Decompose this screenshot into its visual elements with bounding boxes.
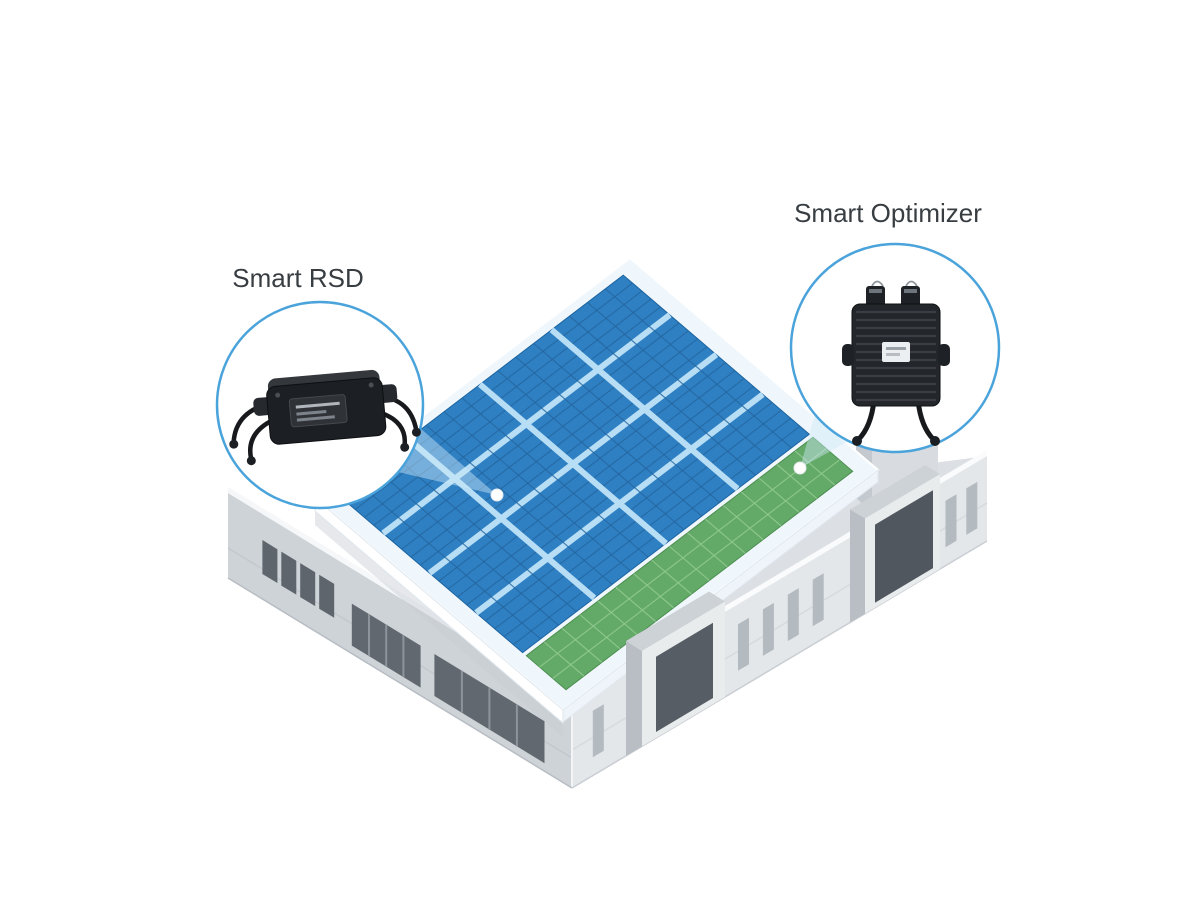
tower-a-door bbox=[656, 622, 713, 732]
tower-b-door bbox=[875, 490, 933, 603]
smart-rsd-device-icon bbox=[229, 369, 421, 466]
solar-panel-grid bbox=[345, 282, 840, 679]
right-wall-windows bbox=[592, 481, 978, 758]
callout-label-smart-rsd: Smart RSD bbox=[232, 263, 363, 293]
smart-optimizer-device-icon bbox=[842, 280, 950, 446]
entrance-tower-a bbox=[626, 591, 725, 756]
left-wall-storefronts bbox=[351, 603, 545, 764]
building-illustration bbox=[227, 256, 988, 789]
callout-beam-rsd bbox=[398, 428, 497, 495]
roof-marker-dot-rsd bbox=[490, 488, 504, 502]
callout-label-smart-optimizer: Smart Optimizer bbox=[794, 198, 982, 228]
entrance-tower-b bbox=[850, 465, 940, 623]
callout-beam-optimizer bbox=[800, 414, 849, 468]
roof-marker-dot-optimizer bbox=[793, 461, 807, 475]
left-wall-windows bbox=[262, 540, 335, 618]
